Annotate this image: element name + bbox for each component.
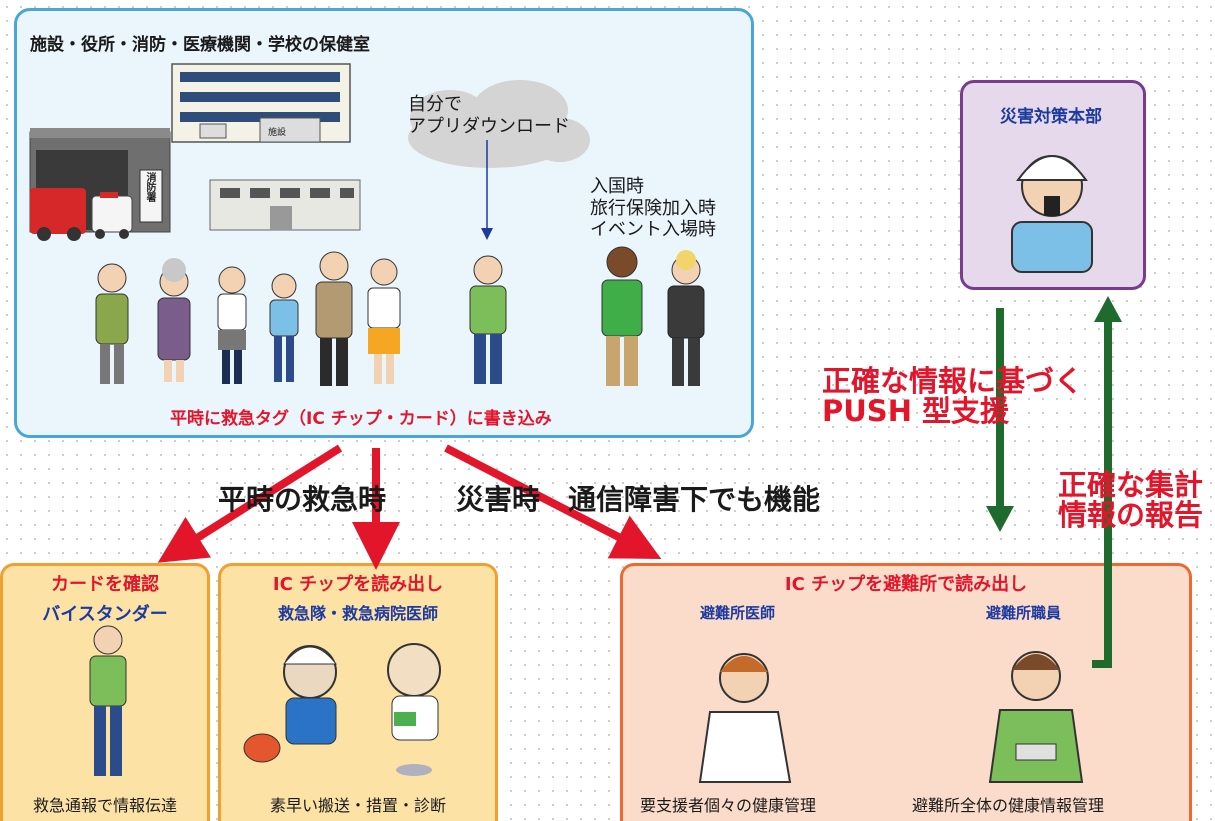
shelter-staff-label: 避難所職員	[986, 604, 1062, 622]
shelter-staff-figure	[988, 651, 1084, 783]
people-group	[95, 246, 705, 386]
write-caption: 平時に救急タグ（IC チップ・カード）に書き込み	[170, 409, 552, 429]
self-download-line-1: 自分で	[408, 94, 462, 115]
push-line-2: PUSH 型支援	[822, 394, 1010, 429]
self-download-label: 自分で アプリダウンロード	[408, 94, 570, 137]
shelter-doctor-label: 避難所医師	[700, 604, 776, 622]
normal-emergency-label: 平時の救急時	[218, 483, 387, 516]
card-subtitle: バイスタンダー	[42, 604, 168, 625]
hq-worker-figure	[1011, 155, 1093, 273]
doctor-mascot	[387, 643, 441, 776]
push-line-1: 正確な情報に基づく	[822, 364, 1084, 398]
arrow-to-card	[157, 444, 343, 563]
building-label: 施設	[268, 128, 287, 138]
shelter-title: IC チップを避難所で読み出し	[784, 574, 1028, 595]
fire-station-label: 消防署	[142, 172, 157, 202]
push-support-label: 正確な情報に基づく PUSH 型支援	[822, 366, 1083, 427]
bystander-figure	[89, 625, 127, 776]
disaster-label: 災害時 通信障害下でも機能	[456, 483, 821, 516]
hq-title: 災害対策本部	[1000, 107, 1102, 127]
entry-timing-label: 入国時 旅行保険加入時 イベント入場時	[590, 176, 716, 241]
entry-line-1: 入国時	[590, 176, 644, 197]
push-support-arrow	[986, 308, 1014, 532]
entry-line-3: イベント入場時	[590, 219, 716, 241]
facilities-header: 施設・役所・消防・医療機関・学校の保健室	[30, 35, 370, 55]
ic-chip-read-panel	[218, 563, 498, 821]
shelter-doctor-figure	[698, 653, 792, 783]
report-arrow	[1092, 296, 1122, 668]
report-line-2: 情報の報告	[1058, 498, 1204, 533]
report-label: 正確な集計 情報の報告	[1058, 470, 1203, 531]
shelter-caption-right: 避難所全体の健康情報管理	[912, 796, 1105, 815]
school-building-icon	[209, 179, 361, 231]
chip-caption: 素早い搬送・措置・診断	[269, 796, 446, 815]
office-building-icon	[171, 63, 351, 143]
self-download-line-2: アプリダウンロード	[408, 115, 570, 137]
chip-title: IC チップを読み出し	[272, 574, 444, 595]
card-title: カードを確認	[51, 574, 159, 595]
entry-line-2: 旅行保険加入時	[590, 197, 716, 219]
report-line-1: 正確な集計	[1058, 468, 1204, 502]
cloud-icon	[408, 80, 590, 168]
paramedic-mascot	[243, 645, 338, 763]
shelter-caption-left: 要支援者個々の健康管理	[640, 796, 817, 815]
arrow-to-shelter	[444, 444, 662, 559]
card-caption: 救急通報で情報伝達	[32, 796, 177, 815]
chip-subtitle: 救急隊・救急病院医師	[277, 604, 438, 623]
